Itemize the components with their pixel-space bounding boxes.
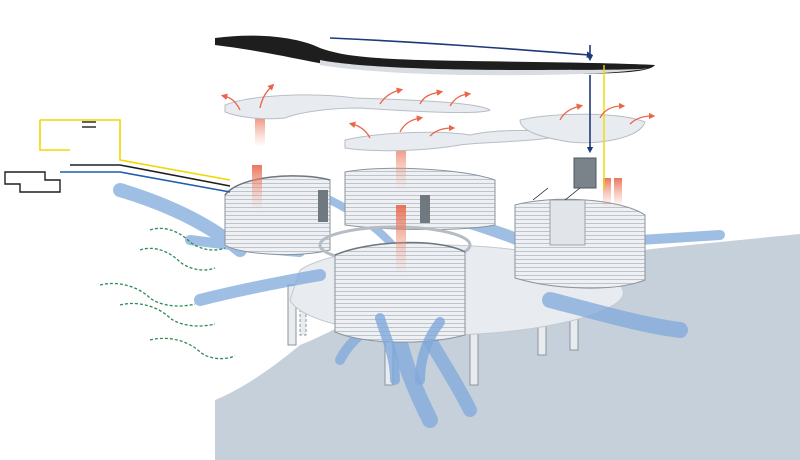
- outlet-box: [4, 171, 61, 193]
- upper-floor-plates: [224, 94, 646, 152]
- warm-air-exhaust: [220, 83, 656, 139]
- ground-loop-coils: [99, 227, 236, 360]
- facade-pod-north: [318, 167, 496, 231]
- battery-symbol: [82, 121, 96, 128]
- facade-pod-west: [224, 175, 331, 256]
- cool-air-inlets: [375, 313, 445, 385]
- facade-pod-south: [334, 241, 466, 343]
- pipe-loop: [39, 119, 231, 193]
- ground-terrain: [215, 234, 800, 460]
- solar-roof-canopy: [215, 35, 655, 76]
- leader-lines: [532, 187, 581, 201]
- water-tank: [573, 157, 597, 189]
- warm-air-plumes: [252, 112, 622, 275]
- rainwater-collection-line: [329, 37, 594, 154]
- facade-pod-east: [514, 198, 646, 289]
